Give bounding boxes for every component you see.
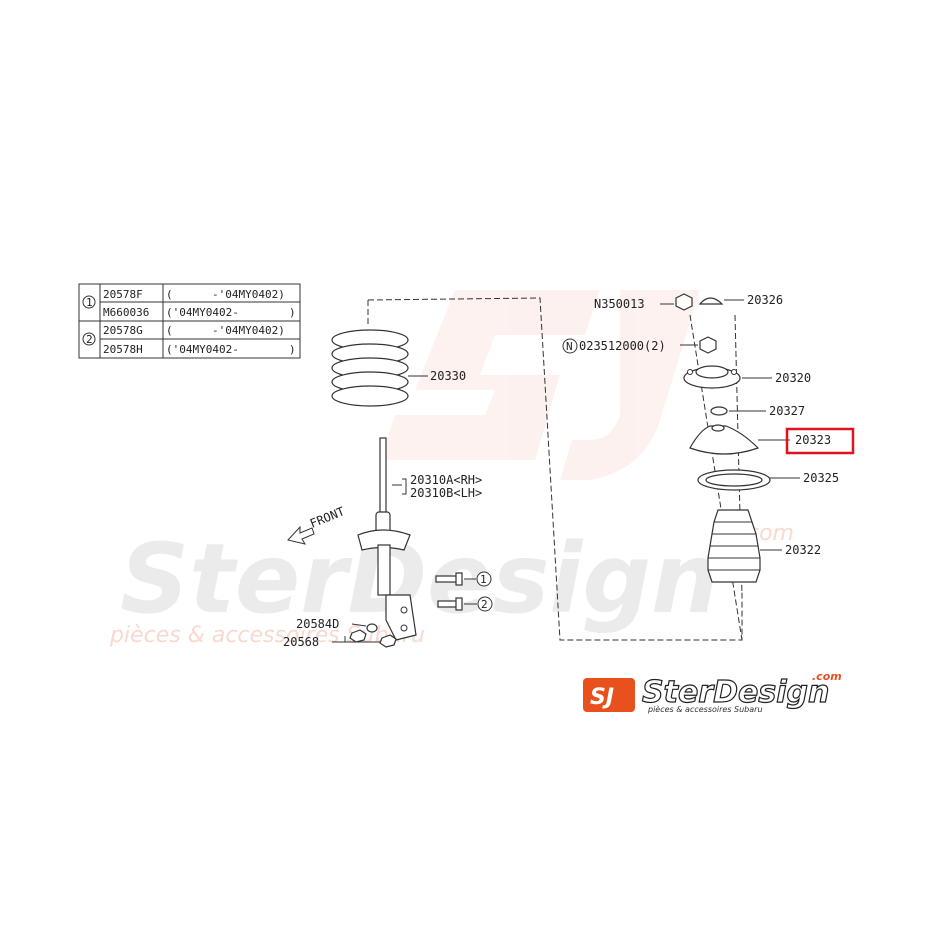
label-washer: 20584D — [296, 617, 339, 631]
watermark-sj-logo — [380, 290, 700, 480]
legend-table: 1 2 20578F ( -'04MY0402) M660036 ('04MY0… — [78, 283, 301, 359]
label-bolt-1: 1 — [480, 573, 487, 586]
upper-seat: 20323 — [689, 424, 855, 455]
label-mount: 20320 — [775, 371, 811, 385]
label-boot: 20322 — [785, 543, 821, 557]
coil-spring: 20330 — [331, 329, 466, 407]
legend-range-code-3: -'04MY0402) — [212, 324, 285, 337]
label-sub-nut: 023512000(2) — [579, 339, 666, 353]
legend-range-code-2: ) — [289, 306, 296, 319]
legend-part-2: M660036 — [103, 306, 149, 319]
bolt-1: 1 — [435, 571, 492, 587]
label-spacer: 20327 — [769, 404, 805, 418]
dust-cap: 20326 — [698, 293, 783, 307]
legend-part-1: 20578F — [103, 288, 143, 301]
washer-20584d: 20584D — [296, 617, 378, 633]
label-strut-lh: 20310B<LH> — [410, 486, 482, 500]
strut-mount: 20320 — [683, 365, 811, 389]
legend-range-open-1: ( — [166, 288, 173, 301]
highlight-box — [785, 427, 855, 455]
label-spring: 20330 — [430, 369, 466, 383]
legend-range-code-4: ) — [289, 343, 296, 356]
brand-logo: SJ SterDesign .com pièces & accessoires … — [583, 670, 842, 714]
bolt-2: 2 — [437, 596, 493, 612]
watermark-tagline: pièces & accessoires Subaru — [109, 623, 425, 648]
logo-dotcom: .com — [812, 670, 842, 683]
legend-range-code-1: -'04MY0402) — [212, 288, 285, 301]
logo-tagline: pièces & accessoires Subaru — [647, 704, 763, 714]
top-nut: N350013 — [594, 293, 693, 311]
rubber-seat: 20325 — [697, 469, 839, 491]
label-bolt-2: 2 — [481, 598, 488, 611]
watermark-brand: SterDesign — [120, 523, 719, 635]
sub-nut: N 023512000(2) — [562, 336, 717, 354]
logo-brand: SterDesign — [642, 675, 829, 710]
label-rubber-seat: 20325 — [803, 471, 839, 485]
label-top-nut: N350013 — [594, 297, 645, 311]
strut-assembly: 20310A<RH> 20310B<LH> — [357, 437, 482, 641]
label-strut-rh: 20310A<RH> — [410, 473, 482, 487]
nut-20568: 20568 — [283, 629, 397, 649]
legend-range-open-4: ('04MY0402- — [166, 343, 239, 356]
label-sub-nut-marker: N — [566, 340, 573, 353]
label-nut: 20568 — [283, 635, 319, 649]
dust-boot: 20322 — [707, 509, 821, 583]
legend-range-open-2: ('04MY0402- — [166, 306, 239, 319]
legend-marker-1: 1 — [86, 296, 93, 309]
spacer: 20327 — [710, 404, 805, 418]
legend-marker-2: 2 — [86, 333, 93, 346]
logo-sj-mark: SJ — [590, 685, 614, 710]
label-seat: 20323 — [795, 433, 831, 447]
legend-part-3: 20578G — [103, 324, 143, 337]
legend-range-open-3: ( — [166, 324, 173, 337]
label-cap: 20326 — [747, 293, 783, 307]
legend-part-4: 20578H — [103, 343, 143, 356]
